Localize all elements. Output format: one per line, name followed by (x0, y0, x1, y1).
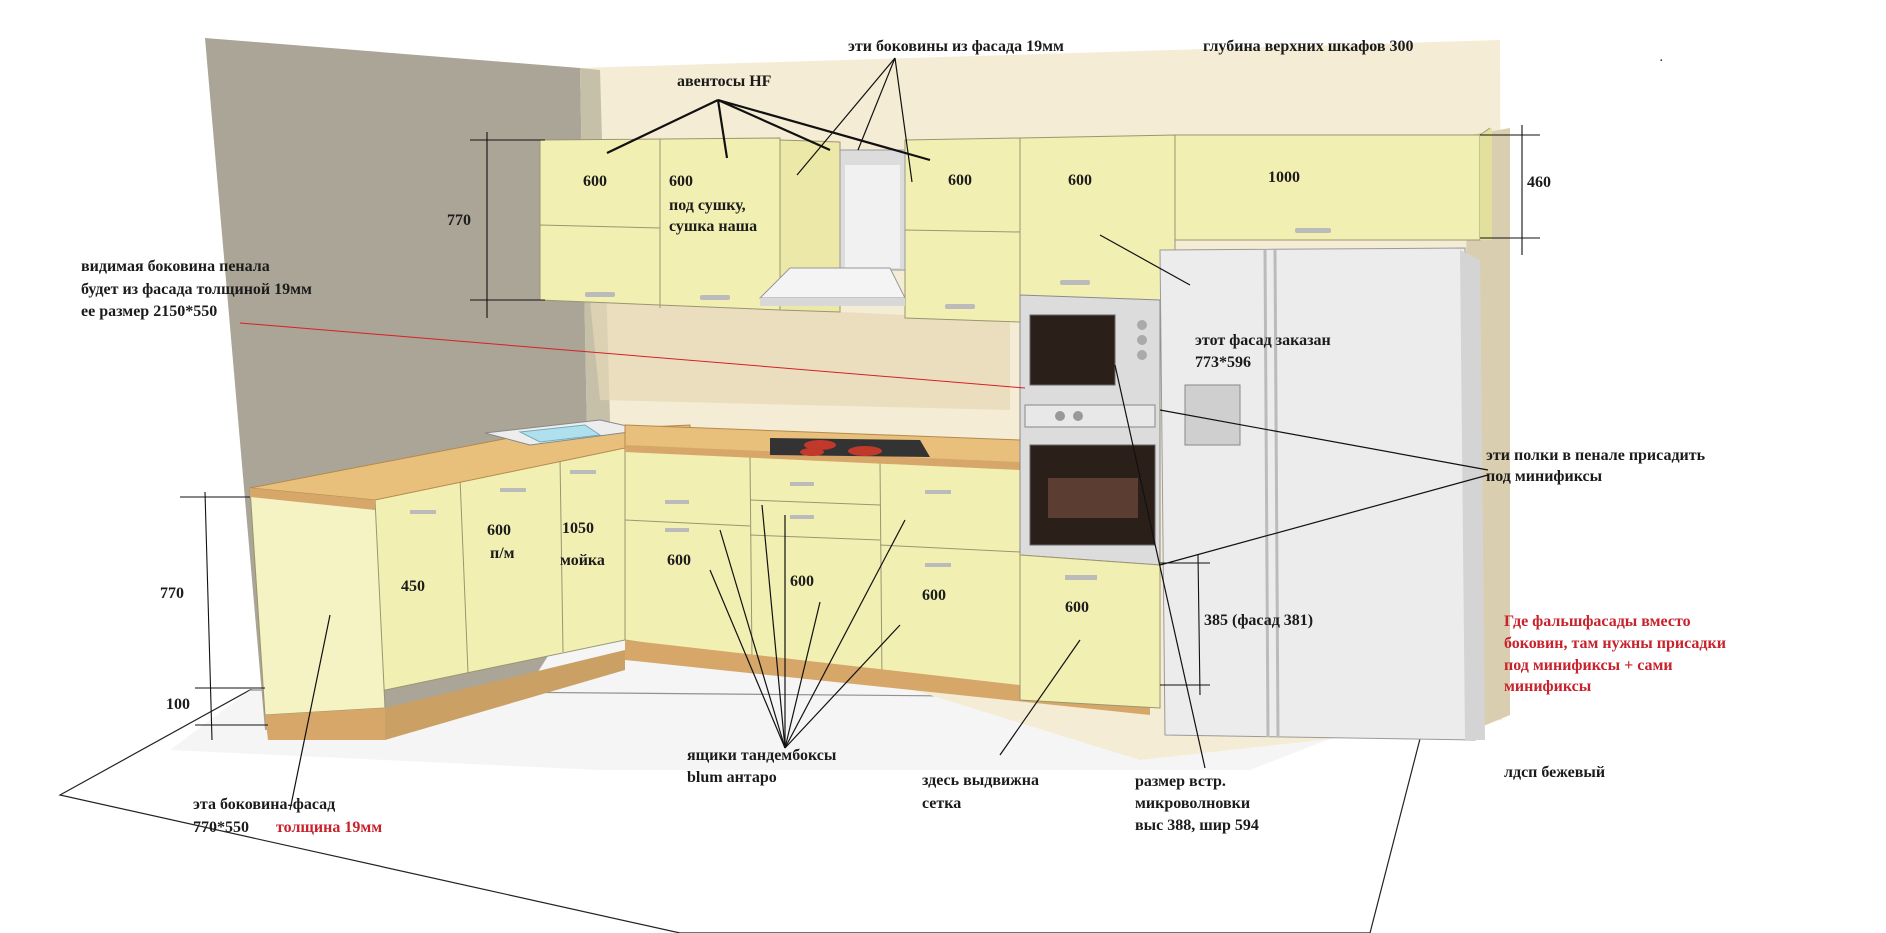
note-shelves-1: эти полки в пенале присадить (1486, 447, 1706, 464)
base-cabinets-left (249, 424, 691, 740)
dim-upper-600-d: 600 (1068, 172, 1092, 189)
note-side-facade-2: 770*550 (193, 819, 249, 836)
upper-shadow (590, 300, 1010, 410)
dimension-lines (180, 125, 1540, 741)
pencil-side-leader (239, 322, 1026, 389)
note-side-facade-1: эта боковина-фасад (193, 796, 336, 813)
note-drawers-2: blum антаро (687, 769, 777, 786)
note-basket-1: здесь выдвижна (922, 772, 1039, 789)
note-false-facades-4: минификсы (1504, 678, 1592, 695)
dim-upper-600-a: 600 (583, 173, 607, 190)
dim-base-450: 450 (401, 578, 425, 595)
tall-unit (1019, 294, 1161, 709)
dim-base-600pm: 600 (487, 522, 511, 539)
dim-upper-600-c: 600 (948, 172, 972, 189)
note-drawers-1: ящики тандембоксы (687, 747, 837, 764)
note-facade-ordered-1: этот фасад заказан (1195, 332, 1331, 349)
dim-base-sink: мойка (560, 552, 605, 569)
dim-base-600-a: 600 (667, 552, 691, 569)
note-facade-ordered-2: 773*596 (1195, 354, 1251, 371)
note-dryer-2: сушка наша (669, 218, 758, 235)
note-microwave-2: микроволновки (1135, 795, 1251, 812)
dim-base-1050: 1050 (562, 520, 594, 537)
dim-460: 460 (1527, 174, 1551, 191)
note-shelves-2: под минификсы (1486, 468, 1603, 485)
dim-plinth-100: 100 (166, 696, 190, 713)
note-false-facades-1: Где фальшфасады вместо (1504, 613, 1691, 630)
note-pencil-side-1: видимая боковина пенала (81, 258, 270, 275)
dim-base-600pm-unit: п/м (490, 545, 515, 562)
note-ldsp: лдсп бежевый (1504, 764, 1606, 781)
note-microwave-1: размер встр. (1135, 773, 1226, 790)
dim-base-770: 770 (160, 585, 184, 602)
note-false-facades-2: боковин, там нужны присадки (1504, 635, 1726, 652)
note-basket-2: сетка (922, 795, 962, 812)
note-side-facade-3: толщина 19мм (276, 819, 383, 836)
note-dryer-1: под сушку, (669, 197, 746, 214)
note-pencil-side-3: ее размер 2150*550 (81, 303, 218, 320)
note-false-facades-3: под минификсы + сами (1504, 657, 1673, 674)
dim-upper-600-b: 600 (669, 173, 693, 190)
note-microwave-3: выс 388, шир 594 (1135, 817, 1259, 834)
note-sides-19: эти боковины из фасада 19мм (848, 38, 1064, 55)
cooker-hood (758, 149, 906, 306)
leader-lines (289, 57, 1489, 811)
note-upper-depth: глубина верхних шкафов 300 (1203, 38, 1414, 55)
dim-upper-770: 770 (447, 212, 471, 229)
note-aventos: авентосы HF (677, 73, 772, 90)
hob (770, 438, 930, 457)
dim-upper-1000: 1000 (1268, 169, 1300, 186)
fridge (1159, 247, 1485, 741)
base-cabinets-back (624, 424, 1150, 715)
note-dot: . (1660, 53, 1663, 64)
note-pencil-side-2: будет из фасада толщиной 19мм (81, 281, 312, 298)
dim-base-600-b: 600 (790, 573, 814, 590)
dim-385: 385 (фасад 381) (1204, 612, 1314, 629)
dim-base-600-c: 600 (922, 587, 946, 604)
dim-base-600-d: 600 (1065, 599, 1089, 616)
